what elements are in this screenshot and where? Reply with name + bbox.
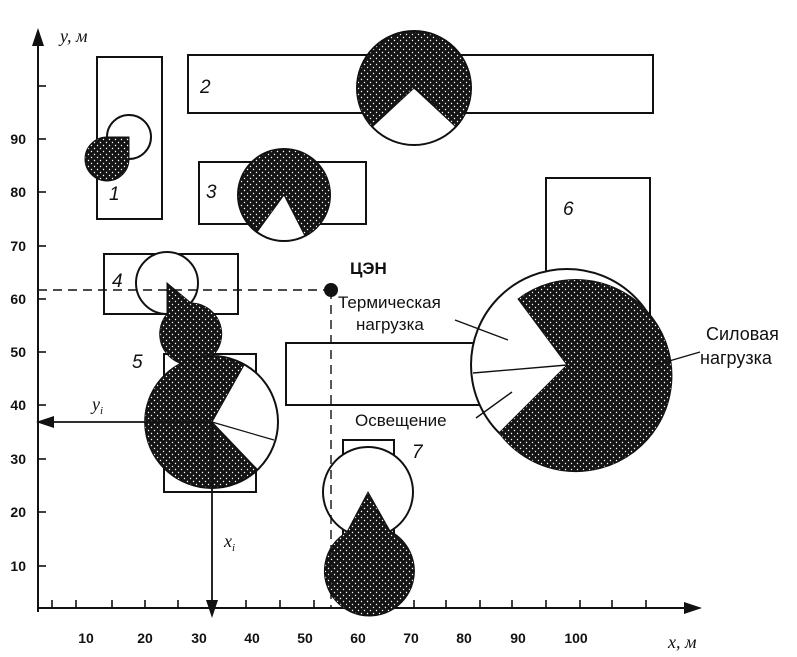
x-tick-label: 20 — [137, 630, 153, 646]
building-1-number: 1 — [109, 184, 120, 205]
building-5-number: 5 — [132, 352, 143, 373]
x-tick-label: 10 — [78, 630, 94, 646]
y-tick-label: 20 — [10, 504, 26, 520]
building-7-load-circle — [322, 446, 415, 617]
y-axis: 10 20 30 40 50 60 70 80 90 y, м — [10, 26, 88, 612]
building-3-number: 3 — [206, 182, 217, 203]
x-tick-label: 90 — [510, 630, 526, 646]
lighting-label: Освещение — [355, 411, 447, 430]
x-tick-label: 70 — [403, 630, 419, 646]
x-tick-label: 40 — [244, 630, 260, 646]
y-tick-label: 10 — [10, 558, 26, 574]
yi-label: yi — [90, 394, 103, 417]
building-4-load-circle — [135, 251, 223, 366]
xi-arrow-icon — [206, 600, 218, 618]
building-7-number: 7 — [412, 442, 424, 463]
building-2-load-circle — [356, 30, 472, 146]
y-tick-label: 80 — [10, 184, 26, 200]
x-tick-label: 60 — [350, 630, 366, 646]
yi-arrow-icon — [36, 416, 54, 428]
y-axis-arrow-icon — [32, 28, 44, 46]
building-2-number: 2 — [199, 77, 211, 98]
x-tick-label: 100 — [564, 630, 588, 646]
x-tick-label: 30 — [191, 630, 207, 646]
load-center-point — [324, 283, 338, 297]
y-tick-label: 60 — [10, 291, 26, 307]
y-tick-label: 40 — [10, 397, 26, 413]
local-axes: yi xi — [36, 394, 235, 618]
x-axis-label: x, м — [667, 632, 697, 652]
x-tick-label: 50 — [297, 630, 313, 646]
building-3-load-circle — [237, 148, 331, 242]
building-1-outline — [96, 56, 163, 220]
building-4-number: 4 — [112, 271, 123, 292]
y-tick-label: 90 — [10, 131, 26, 147]
power-load-label-line1: Силовая — [706, 324, 779, 344]
load-center-label: ЦЭН — [350, 259, 387, 278]
building-6-number: 6 — [563, 199, 574, 220]
power-load-label-line2: нагрузка — [700, 348, 773, 368]
xi-label: xi — [223, 531, 235, 554]
y-tick-label: 70 — [10, 238, 26, 254]
load-center: ЦЭН — [38, 259, 387, 608]
thermal-load-label-line1: Термическая — [338, 293, 441, 312]
y-axis-label: y, м — [58, 26, 88, 46]
y-tick-label: 30 — [10, 451, 26, 467]
x-tick-label: 80 — [456, 630, 472, 646]
thermal-load-label-line2: нагрузка — [356, 315, 424, 334]
annotations: Термическая нагрузка Силовая нагрузка Ос… — [338, 293, 779, 430]
x-axis-arrow-icon — [684, 602, 702, 614]
y-tick-label: 50 — [10, 344, 26, 360]
building-6-load-circle — [470, 268, 673, 473]
building-1-load-circle — [84, 114, 152, 182]
